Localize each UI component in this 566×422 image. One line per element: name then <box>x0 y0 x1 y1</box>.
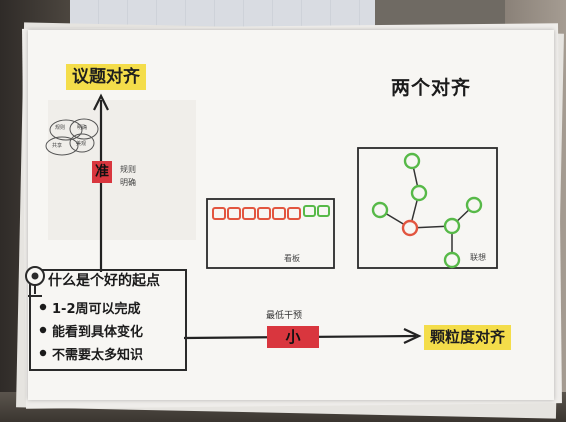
right-arrow-head <box>403 328 422 344</box>
graph-node-green <box>371 201 389 219</box>
accurate-badge: 准 <box>92 161 112 183</box>
venn-label: 明确 <box>77 125 88 131</box>
start-point-2: 能看到具体变化 <box>52 325 144 340</box>
bottom-right-title: 颗粒度对齐 <box>424 325 512 350</box>
bullet-dot <box>39 303 47 311</box>
task-square-orange <box>212 207 226 220</box>
graph-node-green <box>465 196 483 214</box>
start-heading: 什么是个好的起点 <box>48 273 160 289</box>
start-point-3: 不需要太多知识 <box>52 348 144 363</box>
up-arrow-head <box>93 93 109 111</box>
task-square-orange <box>242 207 256 220</box>
top-right-title: 两个对齐 <box>391 77 472 99</box>
top-left-title: 议题对齐 <box>66 64 146 90</box>
min-intervention-label: 最低干预 <box>266 311 303 321</box>
venn-label: 共享 <box>52 143 63 149</box>
graph-label: 联想 <box>470 253 486 262</box>
kanban-board-frame <box>206 198 335 269</box>
bullet-dot <box>39 326 47 334</box>
bullet-dot <box>39 349 47 357</box>
venn-label: 规则 <box>55 125 66 131</box>
start-box-frame <box>29 269 187 371</box>
graph-frame <box>357 147 498 269</box>
graph-node-orange <box>401 219 419 237</box>
venn-bubble <box>69 118 99 140</box>
small-badge: 小 <box>267 326 319 348</box>
task-square-orange <box>257 207 271 220</box>
graph-node-green <box>410 184 428 202</box>
task-square-orange <box>227 207 241 220</box>
accurate-note-line2: 明确 <box>120 178 136 187</box>
board-label: 看板 <box>284 254 300 263</box>
task-square-orange <box>287 207 301 220</box>
target-icon-center <box>31 272 39 280</box>
venn-bubble <box>49 119 83 141</box>
graph-edges <box>379 160 475 260</box>
task-square-green <box>303 205 316 217</box>
graph-node-green <box>443 217 461 235</box>
accurate-note-line1: 规则 <box>120 165 136 174</box>
graph-node-green <box>443 251 461 269</box>
venn-bubble <box>45 136 79 156</box>
start-point-1: 1-2周可以完成 <box>52 302 141 317</box>
graph-node-green <box>403 152 421 170</box>
task-square-green <box>317 205 330 217</box>
venn-bubble <box>69 133 95 153</box>
task-square-orange <box>272 207 286 220</box>
venn-label: 美观 <box>76 141 87 147</box>
